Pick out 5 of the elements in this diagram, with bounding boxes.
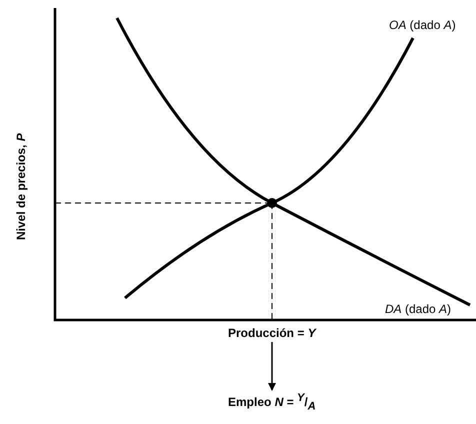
arrow	[268, 342, 276, 391]
curve-label: DA (dado A)	[385, 302, 452, 316]
axis-label: Nivel de precios, P	[14, 133, 28, 240]
curve-label: OA (dado A)	[389, 18, 456, 32]
axis-label: Producción = Y	[228, 326, 316, 340]
